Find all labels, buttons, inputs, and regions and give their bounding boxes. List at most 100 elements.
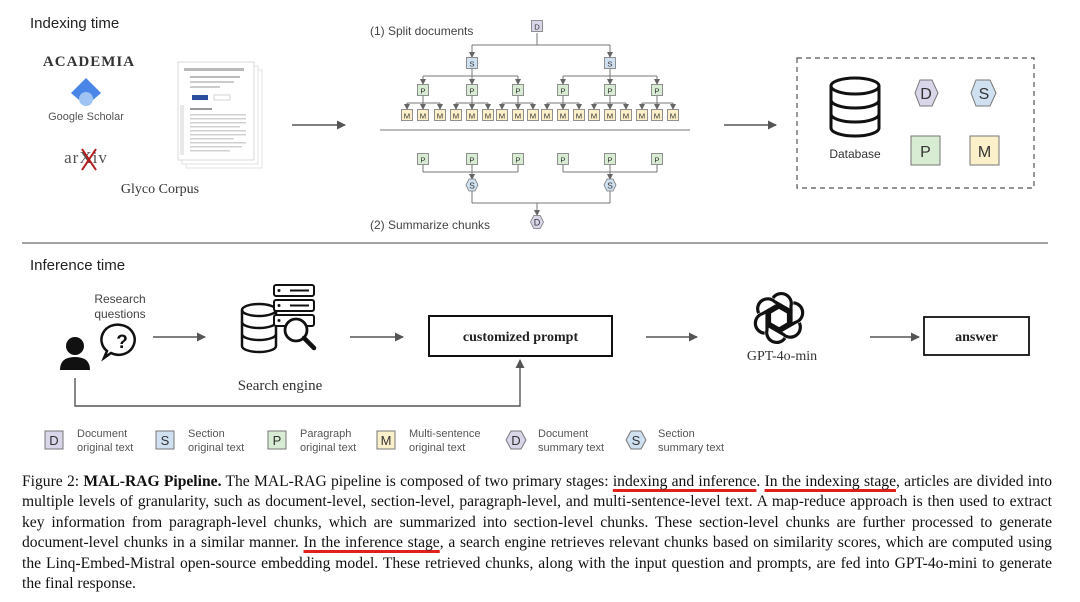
answer-label: answer xyxy=(955,330,998,345)
legend-letter: D xyxy=(49,433,58,448)
split-multi-sentence-node: M xyxy=(466,109,478,121)
question-bubble-icon: ? xyxy=(100,323,136,362)
legend-swatch xyxy=(376,430,396,450)
legend-label: Section xyxy=(188,428,225,440)
scholar-label: Google Scholar xyxy=(48,111,124,123)
split-multi-sentence-node: M xyxy=(636,109,648,121)
split-paragraph-node: P xyxy=(651,84,663,96)
inference-section-title: Inference time xyxy=(30,257,125,274)
node-letter: M xyxy=(654,111,660,120)
legend-sublabel: original text xyxy=(77,442,133,454)
split-multi-sentence-node: M xyxy=(527,109,539,121)
database-box xyxy=(796,57,1035,189)
legend-sublabel: original text xyxy=(300,442,356,454)
split-multi-sentence-node: M xyxy=(417,109,429,121)
arxiv-label: arXiv xyxy=(64,148,108,167)
split-multi-sentence-node: M xyxy=(604,109,616,121)
node-letter: P xyxy=(469,86,474,95)
legend-swatch xyxy=(625,430,647,450)
node-letter: P xyxy=(420,155,425,164)
scholar-head-icon xyxy=(79,92,93,106)
database-label: Database xyxy=(829,147,881,161)
indexing-section-title: Indexing time xyxy=(30,15,119,32)
split-multi-sentence-node: M xyxy=(434,109,446,121)
summary-section-node: S xyxy=(603,178,617,192)
node-letter: P xyxy=(607,155,612,164)
caption-text: The MAL-RAG pipeline is composed of two … xyxy=(225,473,609,490)
node-letter: M xyxy=(404,111,410,120)
split-multi-sentence-node: M xyxy=(482,109,494,121)
db-node-letter: M xyxy=(978,144,991,161)
db-node-letter: P xyxy=(920,144,931,161)
caption-figure-label: Figure 2: xyxy=(22,473,80,490)
db-paragraph-node: P xyxy=(910,135,941,166)
split-section-node: S xyxy=(604,57,616,69)
split-multi-sentence-node: M xyxy=(496,109,508,121)
legend-sublabel: original text xyxy=(409,442,465,454)
answer-box xyxy=(923,316,1030,356)
split-multi-sentence-node: M xyxy=(620,109,632,121)
legend-letter: S xyxy=(161,433,170,448)
caption-text: , a search engine retrieves relevant chu… xyxy=(22,534,1052,593)
legend-letter: M xyxy=(381,433,392,448)
summary-section-node: S xyxy=(465,178,479,192)
node-letter: P xyxy=(420,86,425,95)
node-letter: S xyxy=(607,59,612,68)
node-letter: D xyxy=(534,218,541,228)
figure-caption: Figure 2: MAL-RAG Pipeline. The MAL-RAG … xyxy=(22,472,1052,594)
academia-logo: ACADEMIA xyxy=(43,54,135,70)
svg-text:?: ? xyxy=(116,332,128,353)
summary-paragraph-node: P xyxy=(466,153,478,165)
node-letter: P xyxy=(654,155,659,164)
db-section-summary-node: S xyxy=(970,79,997,107)
node-letter: S xyxy=(469,59,474,68)
node-letter: M xyxy=(560,111,566,120)
node-letter: P xyxy=(607,86,612,95)
node-letter: P xyxy=(515,86,520,95)
caption-underline-inference: In the inference stage xyxy=(303,534,440,552)
summary-document-node: D xyxy=(530,215,544,229)
legend-item: S Section original text xyxy=(155,428,244,454)
caption-title: MAL-RAG Pipeline. xyxy=(83,473,222,490)
summary-paragraph-node: P xyxy=(604,153,616,165)
node-letter: M xyxy=(544,111,550,120)
node-letter: M xyxy=(437,111,443,120)
node-letter: P xyxy=(654,86,659,95)
user-to-prompt-feedback-arrow xyxy=(74,359,525,407)
split-paragraph-node: P xyxy=(466,84,478,96)
legend-letter: P xyxy=(273,433,282,448)
node-letter: M xyxy=(530,111,536,120)
node-letter: M xyxy=(639,111,645,120)
split-multi-sentence-node: M xyxy=(573,109,585,121)
node-letter: P xyxy=(515,155,520,164)
legend-label: Section xyxy=(658,428,695,440)
legend-label: Paragraph xyxy=(300,428,351,440)
split-multi-sentence-node: M xyxy=(541,109,553,121)
node-letter: M xyxy=(591,111,597,120)
legend-swatch xyxy=(505,430,527,450)
legend-label: Document xyxy=(538,428,588,440)
node-letter: M xyxy=(515,111,521,120)
summary-paragraph-node: P xyxy=(651,153,663,165)
research-questions-label-line2: questions xyxy=(94,307,145,321)
split-multi-sentence-node: M xyxy=(512,109,524,121)
search-engine-label: Search engine xyxy=(238,378,323,394)
node-letter: M xyxy=(576,111,582,120)
summary-paragraph-node: P xyxy=(512,153,524,165)
caption-text: . xyxy=(756,473,761,490)
customized-prompt-box xyxy=(428,315,613,357)
legend-letter: S xyxy=(632,433,641,448)
caption-underline-stages: indexing and inference xyxy=(612,473,757,490)
node-letter: P xyxy=(560,86,565,95)
legend-swatch xyxy=(267,430,287,450)
arxiv-logo: arXiv xyxy=(64,148,108,171)
split-multi-sentence-node: M xyxy=(450,109,462,121)
legend-sublabel: original text xyxy=(188,442,244,454)
db-multi-sentence-node: M xyxy=(969,135,1000,166)
legend-sublabel: summary text xyxy=(538,442,604,454)
node-letter: D xyxy=(534,22,540,31)
